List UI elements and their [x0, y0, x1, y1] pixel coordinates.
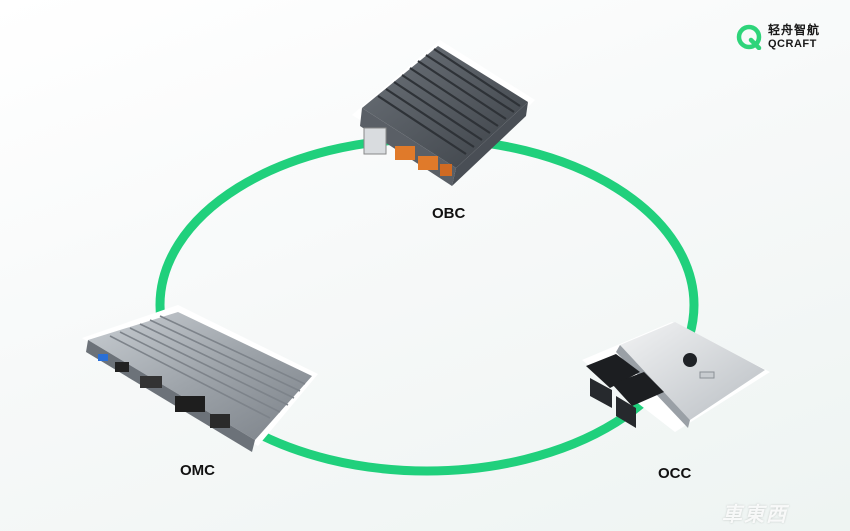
watermark: 車東西: [722, 502, 788, 526]
qcraft-logo: 轻舟智航 QCRAFT: [736, 24, 820, 50]
occ-label: OCC: [658, 465, 692, 482]
occ-device-image: [582, 322, 770, 432]
logo-name-en: QCRAFT: [768, 38, 817, 50]
logo-name-cn: 轻舟智航: [768, 23, 821, 37]
qcraft-logo-icon: [736, 24, 762, 50]
omc-device-image: [82, 305, 318, 452]
obc-device-image: [352, 40, 535, 186]
omc-label: OMC: [180, 462, 215, 479]
obc-label: OBC: [432, 205, 466, 222]
